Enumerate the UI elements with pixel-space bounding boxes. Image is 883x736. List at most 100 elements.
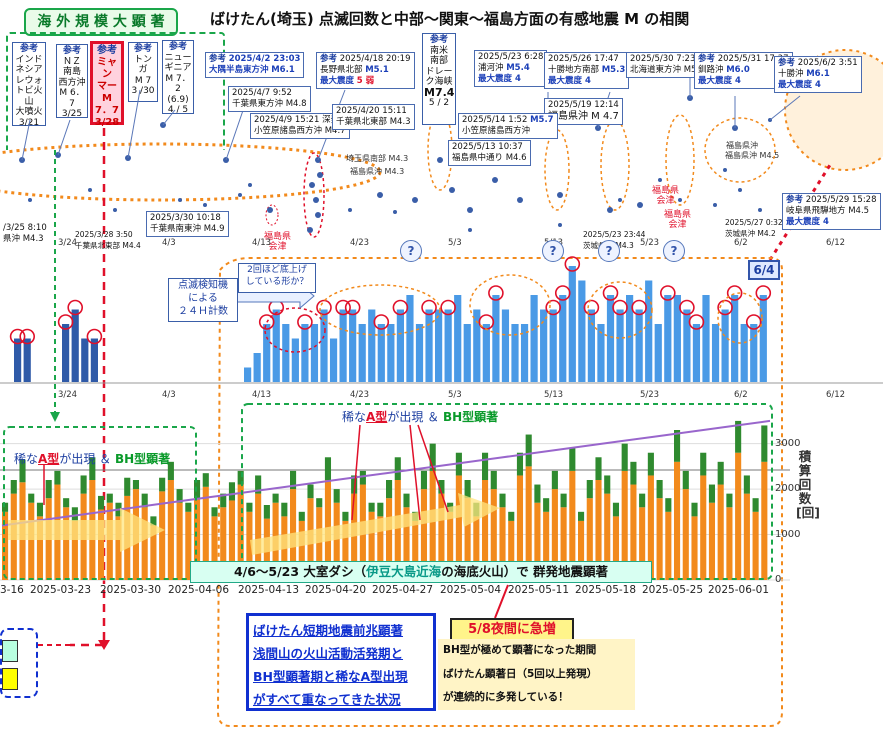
lower-bar-green	[630, 461, 637, 485]
lower-bar-green	[298, 511, 305, 521]
label-saitama: 埼玉県南部 M4.3	[346, 154, 409, 163]
lower-bar-green	[665, 498, 672, 512]
top-bar	[635, 309, 643, 382]
lower-bar-green	[482, 452, 489, 480]
lower-bar-orange	[621, 470, 628, 580]
a-type-arrows	[43, 424, 449, 521]
ref-line: ドレー	[425, 66, 453, 77]
top-bar	[358, 324, 366, 382]
lower-bar-green	[54, 470, 61, 485]
lower-bar-green	[281, 502, 288, 517]
lower-bar-orange	[342, 520, 349, 580]
right-note: BH型が極めて顕著になった期間 ばけたん顕著日（5回以上発現） が連続的に多発し…	[438, 639, 635, 710]
a-type-circle	[688, 314, 705, 330]
ref-line: 3/25	[61, 109, 83, 119]
lower-bar-green	[359, 470, 366, 485]
lower-bar-green	[167, 461, 174, 480]
lower-bar-orange	[28, 502, 35, 580]
a-type-circle	[19, 328, 36, 345]
lower-bar-green	[708, 484, 716, 503]
question-mark-2: ?	[542, 240, 564, 262]
top-bar	[282, 324, 290, 382]
ref-line: ギニア	[164, 63, 192, 73]
a-type-circle	[67, 299, 83, 316]
scatter-dot	[607, 207, 613, 213]
lower-bar-orange	[167, 480, 174, 580]
top-bar	[683, 309, 691, 382]
top-bar-tick: 5/13	[544, 390, 564, 400]
lower-bar-green	[726, 493, 733, 508]
lower-bar-orange	[752, 511, 759, 580]
scatter-dot	[348, 208, 352, 212]
lower-bar-orange	[255, 493, 262, 580]
lower-bar-green	[316, 498, 323, 508]
scatter-dot	[437, 157, 443, 163]
lower-bar-green	[351, 475, 358, 494]
lower-bar-green	[89, 457, 96, 480]
ref-line: ク海峡	[425, 77, 453, 87]
omuro-band: 4/6～5/23 大室ダシ（伊豆大島近海の海底火山）で 群発地震顕著	[190, 561, 652, 583]
top-bar	[244, 367, 252, 382]
top-bar-tick: 5/23	[640, 390, 660, 400]
top-bar	[263, 324, 271, 382]
orange-ellipse-0530	[665, 114, 695, 206]
ref-line: インド	[15, 54, 43, 65]
top-bar	[415, 324, 424, 382]
lower-bar-orange	[473, 516, 480, 580]
lower-bar-green	[220, 493, 227, 508]
callout-0330: 2025/3/30 10:18 千葉県南東沖 M4.9	[146, 211, 229, 237]
top-tick: 6/2	[734, 238, 748, 248]
lower-bar-orange	[708, 502, 716, 580]
orange-ellipse-0526	[600, 119, 630, 211]
lower-bar-orange	[429, 470, 436, 580]
lower-x-tick: 2025-06-01	[708, 584, 770, 596]
top-bar	[759, 295, 767, 382]
top-bar	[549, 309, 557, 382]
lower-bar-green	[159, 477, 166, 492]
ref-line: ミャン	[97, 57, 117, 80]
lower-bar-green	[464, 480, 471, 499]
lower-bar-green	[560, 493, 567, 508]
lower-bar-orange	[106, 502, 113, 580]
lower-bar-green	[743, 475, 750, 494]
rare-a-right: 稀なA型が出現 ＆ BH型顕著	[342, 410, 499, 424]
scatter-dot	[28, 198, 32, 202]
ref-line: 3/28	[94, 117, 120, 128]
lower-bar-green	[290, 470, 297, 490]
lower-bar-green	[656, 480, 663, 499]
top-bar	[740, 324, 748, 382]
top-bar	[406, 295, 414, 382]
ref-line: ニュー	[164, 52, 192, 63]
lower-bar-green	[700, 452, 707, 476]
lower-bar-orange	[490, 489, 497, 580]
lower-bar-green	[586, 480, 593, 499]
lower-bar-green	[578, 511, 585, 521]
a-type-circle	[297, 314, 313, 330]
big-quake-group-title: 海 外 規 模 大 顕 著	[24, 8, 178, 36]
lower-bar-orange	[534, 502, 541, 580]
a-type-circle	[545, 299, 562, 316]
lower-bar-orange	[569, 470, 576, 580]
lower-bar-green	[490, 470, 497, 490]
lower-bar-green	[604, 475, 611, 494]
lower-bar-green	[28, 493, 35, 503]
top-tick: 5/3	[448, 238, 462, 248]
lower-bar-orange	[220, 507, 227, 580]
callout-0407: 2025/4/7 9:52 千葉県東方沖 M4.8	[228, 86, 311, 112]
lower-bar-orange	[516, 475, 524, 580]
orange-ellipse-fukushima	[704, 117, 776, 183]
lower-bar-orange	[551, 489, 558, 580]
top-bar	[721, 309, 729, 382]
scatter-dot	[557, 192, 563, 198]
lower-bar-green	[132, 480, 140, 490]
ref-line: 4 / 5	[167, 105, 189, 115]
lower-bar-orange	[612, 516, 620, 580]
top-bar	[597, 324, 605, 382]
a-type-circle	[9, 328, 26, 345]
top-bar	[492, 295, 500, 382]
a-type-circle	[554, 285, 571, 301]
lower-bar-green	[508, 511, 515, 521]
myanmar-dashed-arrow	[70, 128, 106, 647]
top-tick: 6/12	[826, 238, 846, 248]
